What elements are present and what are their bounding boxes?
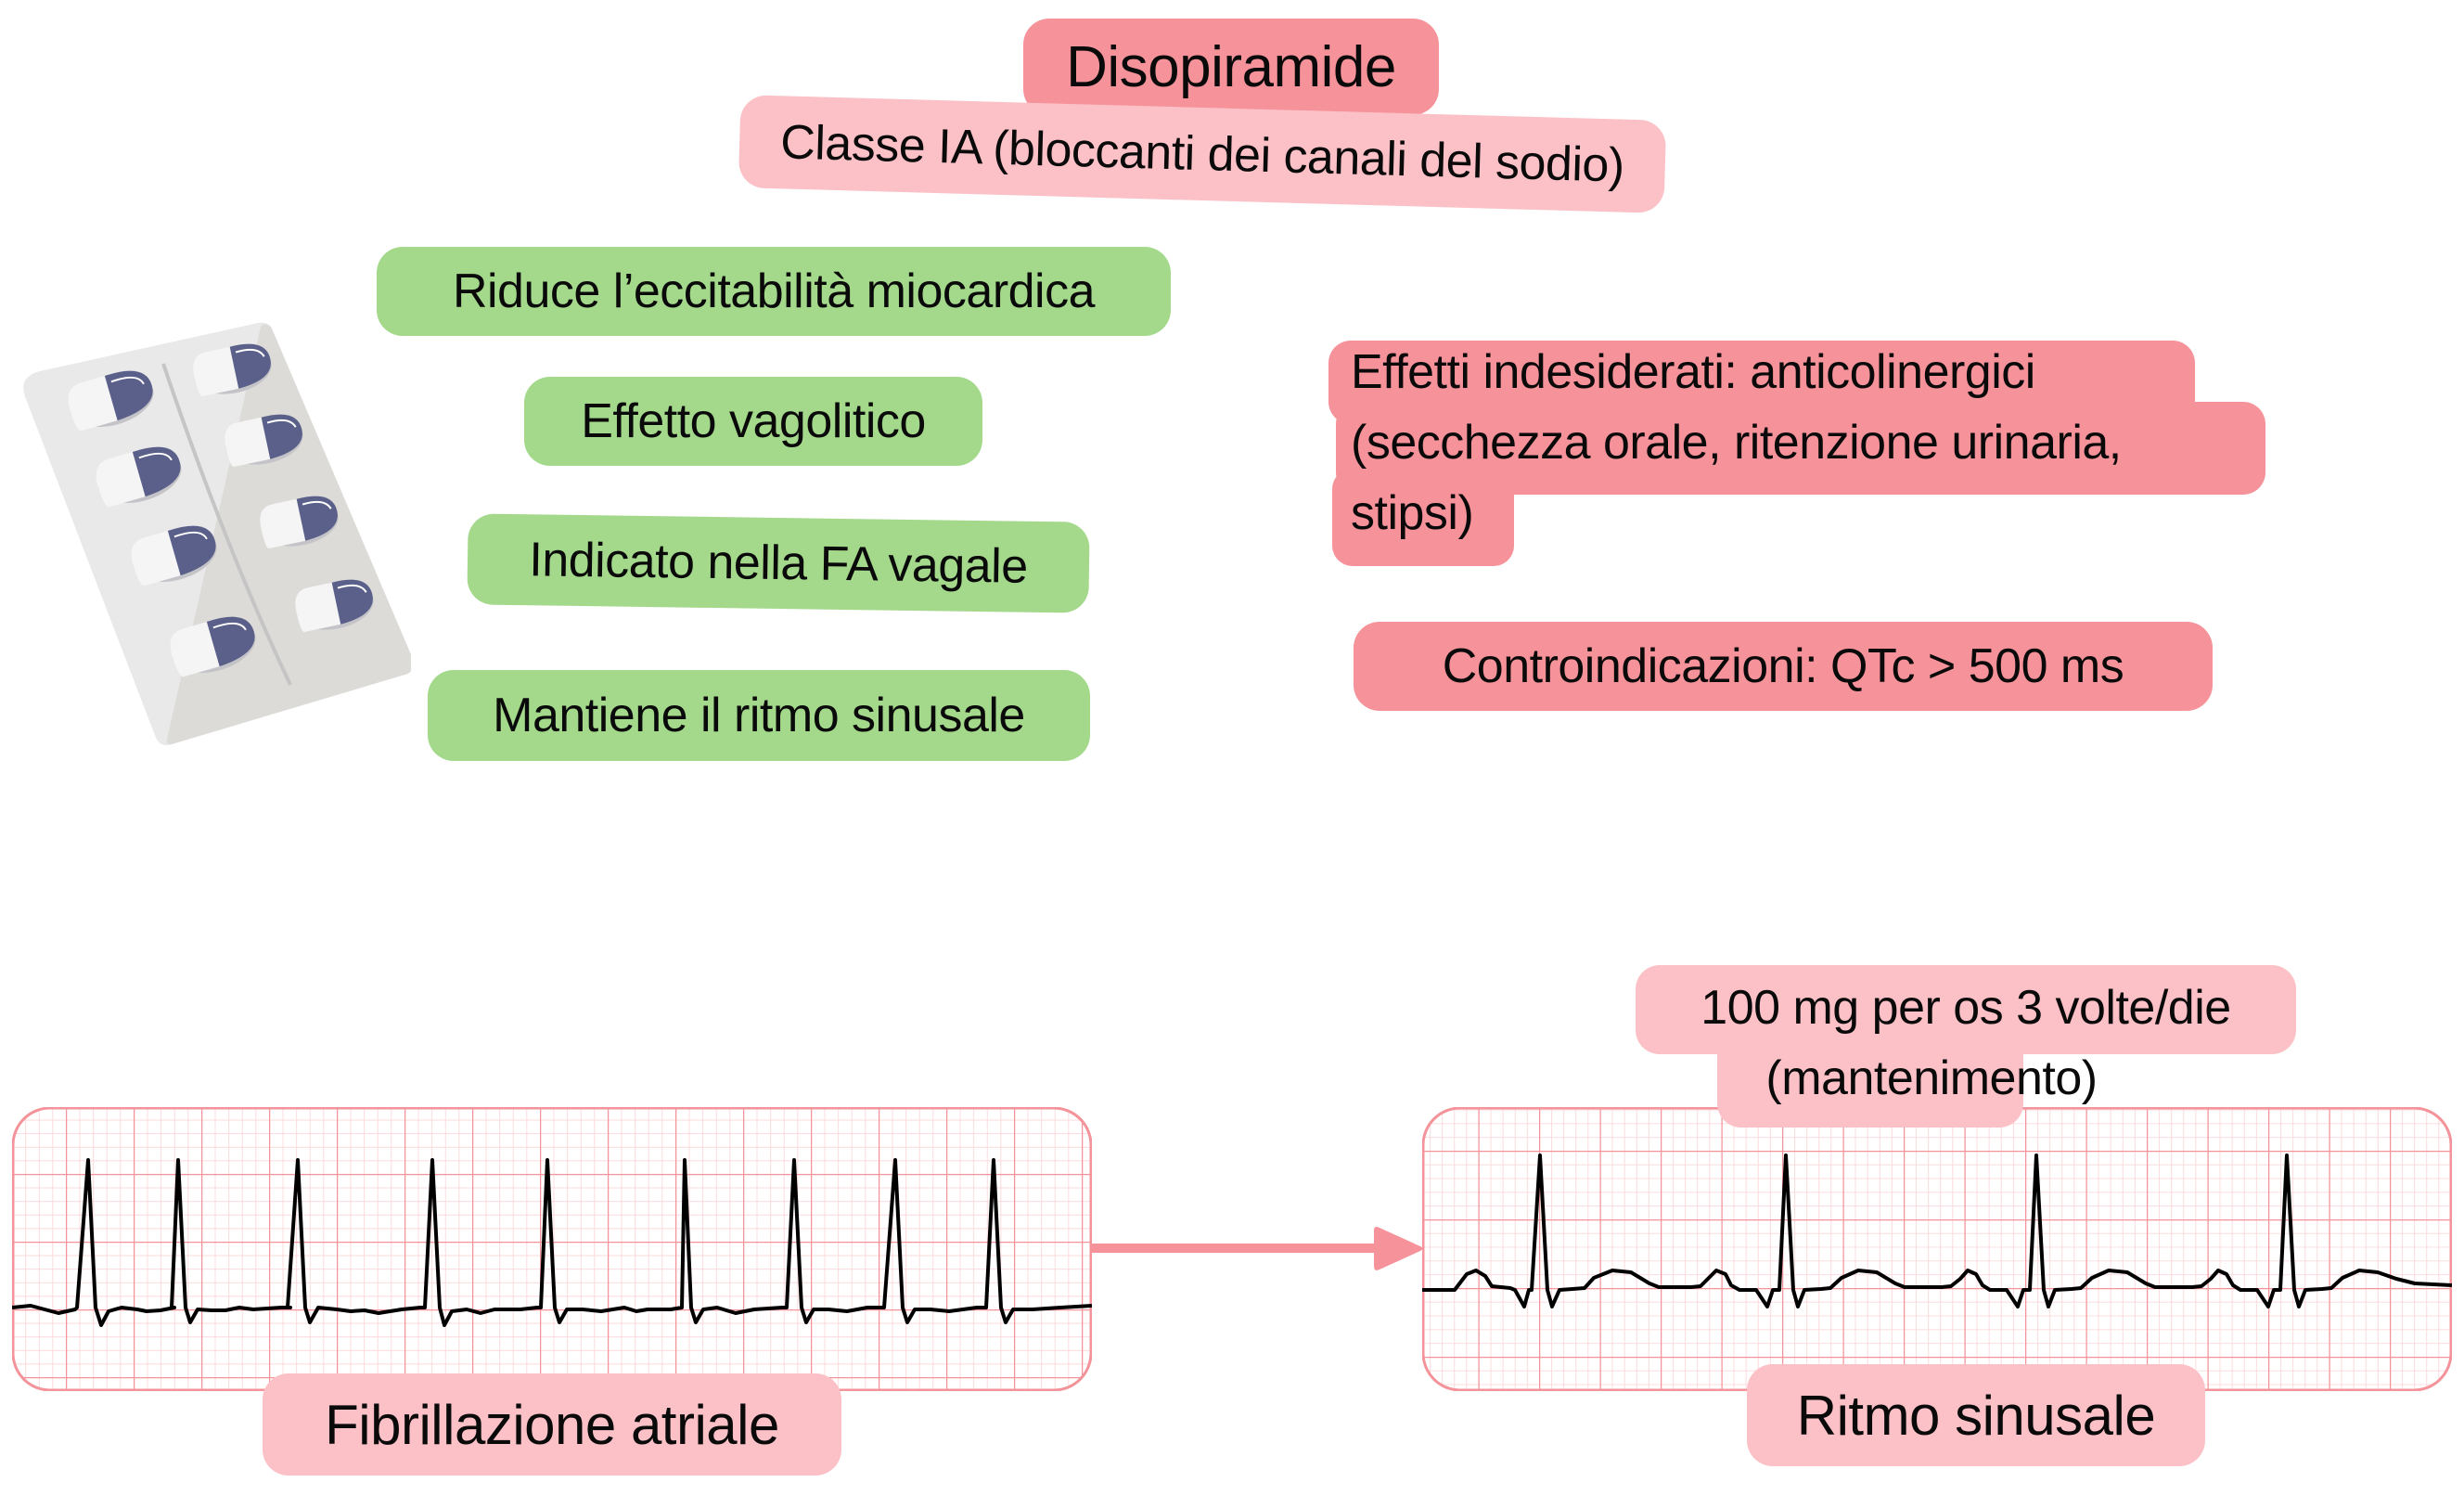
dosage-box: 100 mg per os 3 volte/die (mantenimento) xyxy=(1636,965,2296,1128)
benefit-reduces-excitability: Riduce l’eccitabilità miocardica xyxy=(377,247,1171,336)
pill-blister-icon xyxy=(12,316,414,747)
ecg-strip-sinus-rhythm xyxy=(1422,1107,2452,1391)
pill xyxy=(68,370,154,432)
pill xyxy=(131,525,217,586)
drug-title-text: Disopiramide xyxy=(1066,34,1396,99)
ecg-trace xyxy=(12,1158,1092,1327)
adverse-effects-line1: Effetti indesiderati: anticolinergici xyxy=(1351,345,2035,399)
ecg-label-text: Ritmo sinusale xyxy=(1796,1384,2156,1447)
pill xyxy=(96,446,182,508)
benefit-text: Mantiene il ritmo sinusale xyxy=(493,689,1025,742)
pill xyxy=(193,343,272,397)
adverse-effects-line2: (secchezza orale, ritenzione urinaria, xyxy=(1351,416,2122,470)
dosage-line1: 100 mg per os 3 volte/die xyxy=(1700,981,2231,1035)
pill xyxy=(225,414,303,468)
benefit-text: Indicato nella FA vagale xyxy=(528,533,1029,594)
drug-class-text: Classe IA (bloccanti dei canali del sodi… xyxy=(779,115,1625,193)
ecg-label-text: Fibrillazione atriale xyxy=(325,1393,779,1456)
benefit-indicated-vagal-af: Indicato nella FA vagale xyxy=(467,513,1090,613)
pill xyxy=(170,616,256,677)
ecg-trace xyxy=(1422,1154,2452,1308)
pill xyxy=(260,496,339,549)
drug-class-label: Classe IA (bloccanti dei canali del sodi… xyxy=(738,95,1667,213)
arrow-right-icon xyxy=(1091,1223,1425,1273)
adverse-effects-line3: stipsi) xyxy=(1351,486,1474,540)
benefit-text: Riduce l’eccitabilità miocardica xyxy=(452,264,1096,318)
contraindications-text: Controindicazioni: QTc > 500 ms xyxy=(1442,639,2124,693)
drug-title: Disopiramide xyxy=(1023,19,1439,115)
ecg-label-atrial-fibrillation: Fibrillazione atriale xyxy=(263,1373,841,1476)
dosage-line2: (mantenimento) xyxy=(1765,1051,2098,1105)
adverse-effects-box: Effetti indesiderati: anticolinergici (s… xyxy=(1328,329,2265,571)
benefit-maintains-sinus-rhythm: Mantiene il ritmo sinusale xyxy=(428,670,1090,761)
contraindications-box: Controindicazioni: QTc > 500 ms xyxy=(1354,622,2213,711)
pill xyxy=(295,579,374,633)
benefit-text: Effetto vagolitico xyxy=(581,394,926,448)
ecg-strip-atrial-fibrillation xyxy=(12,1107,1092,1391)
ecg-label-sinus-rhythm: Ritmo sinusale xyxy=(1747,1364,2205,1466)
benefit-vagolytic-effect: Effetto vagolitico xyxy=(524,377,982,466)
